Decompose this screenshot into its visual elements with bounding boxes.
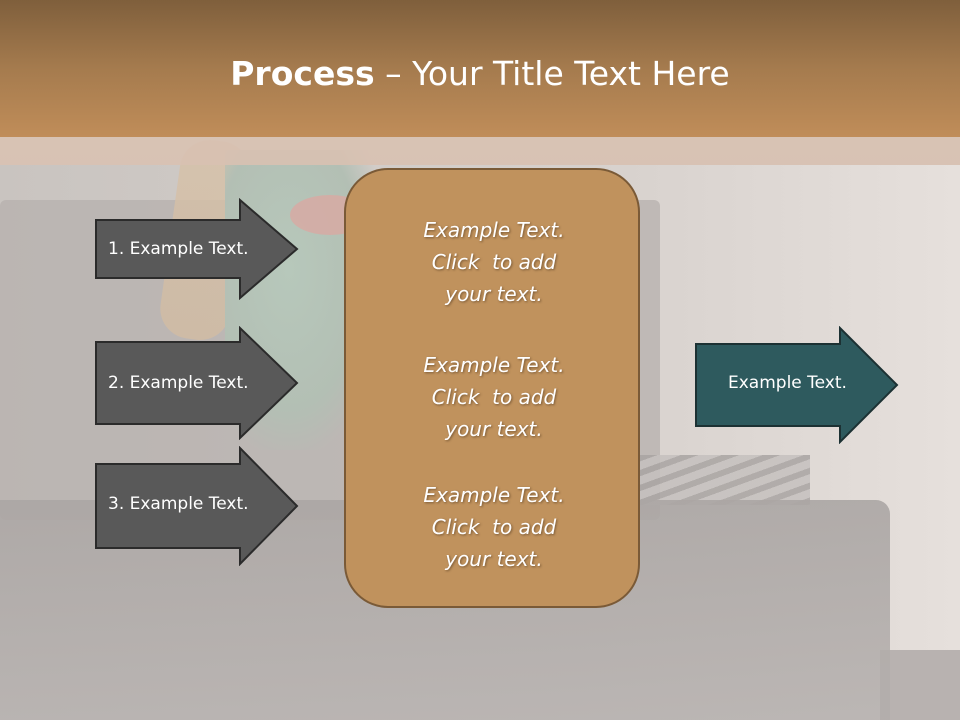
center-text-line: Example Text. <box>423 483 565 507</box>
center-text-block-3[interactable]: Example Text. Click to add your text. <box>346 479 642 575</box>
step-arrow-label: 3. Example Text. <box>108 494 249 514</box>
step-arrow-label: 2. Example Text. <box>108 373 249 393</box>
center-text-block-2[interactable]: Example Text. Click to add your text. <box>346 349 642 445</box>
center-text-line: your text. <box>445 417 543 441</box>
slide-title-bold: Process <box>230 54 375 93</box>
center-text-line: your text. <box>445 547 543 571</box>
center-text-line: Click to add <box>431 385 557 409</box>
step-arrow-3[interactable]: 3. Example Text. <box>94 446 300 566</box>
background-cloth-shape <box>640 455 810 505</box>
step-arrow-2[interactable]: 2. Example Text. <box>94 326 300 440</box>
result-arrow-label: Example Text. <box>728 373 847 393</box>
arrow-shape-icon <box>95 326 299 440</box>
center-text-line: Click to add <box>431 250 557 274</box>
background-laptop-base-shape <box>880 650 960 720</box>
center-text-line: Click to add <box>431 515 557 539</box>
step-arrow-1[interactable]: 1. Example Text. <box>94 198 300 300</box>
center-text-block-1[interactable]: Example Text. Click to add your text. <box>346 214 642 310</box>
center-text-line: your text. <box>445 282 543 306</box>
step-arrow-label: 1. Example Text. <box>108 239 249 259</box>
header-band <box>0 0 960 137</box>
slide-title-rest: – Your Title Text Here <box>374 54 730 93</box>
arrow-shape-icon <box>95 446 299 566</box>
result-arrow[interactable]: Example Text. <box>694 326 900 444</box>
center-content-box[interactable]: Example Text. Click to add your text. Ex… <box>344 168 640 608</box>
arrow-shape-icon <box>695 326 899 444</box>
arrow-shape-icon <box>95 198 299 300</box>
slide-title[interactable]: Process – Your Title Text Here <box>0 52 960 96</box>
center-text-line: Example Text. <box>423 353 565 377</box>
center-text-line: Example Text. <box>423 218 565 242</box>
header-strip <box>0 137 960 165</box>
